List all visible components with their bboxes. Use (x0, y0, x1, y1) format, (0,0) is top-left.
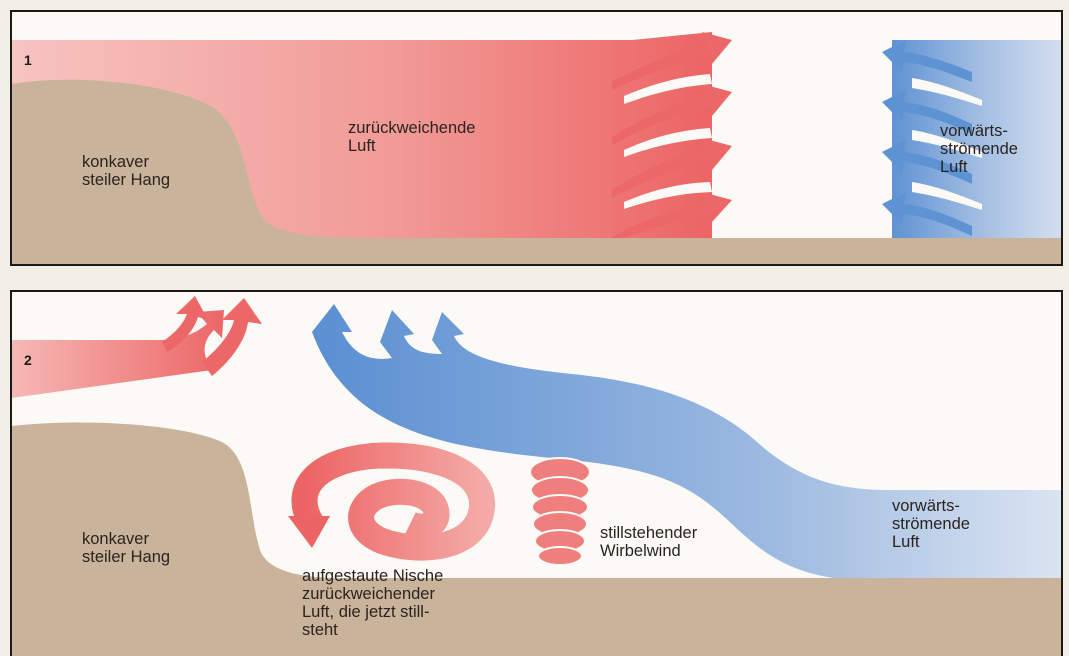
niche-swirl-arrowhead (288, 516, 330, 548)
panel-1-number: 1 (24, 52, 32, 68)
panel-1-illustration (12, 12, 1063, 266)
panel-2-illustration (12, 292, 1063, 656)
slope-label: konkaver steiler Hang (82, 530, 170, 566)
diagram-panel-1: 1 konkaver steiler Hang zurückweichende … (10, 10, 1063, 266)
whirlwind (530, 458, 590, 565)
niche-swirl (305, 455, 483, 547)
panel-2-number: 2 (24, 352, 32, 368)
advancing-air-label: vorwärts- strömende Luft (940, 122, 1018, 176)
diagram-panel-2: 2 konkaver steiler Hang aufgestaute Nisc… (10, 290, 1063, 656)
niche-label: aufgestaute Nische zurückweichender Luft… (302, 567, 443, 639)
slope-label: konkaver steiler Hang (82, 153, 170, 189)
receding-air-label: zurückweichende Luft (348, 119, 476, 155)
whirlwind-label: stillstehender Wirbelwind (600, 524, 697, 560)
advancing-air-label: vorwärts- strömende Luft (892, 497, 970, 551)
